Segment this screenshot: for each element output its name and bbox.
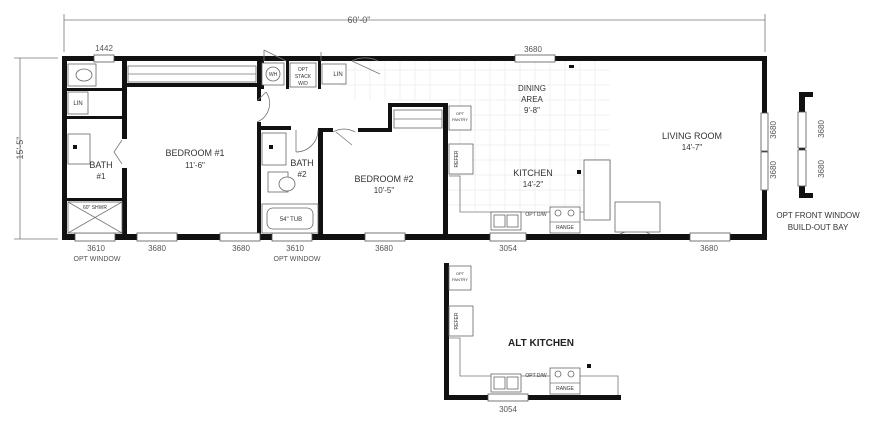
stack-label-1: OPT — [298, 67, 308, 73]
bath1-fixtures — [67, 63, 123, 234]
kitchen-name: KITCHEN — [513, 168, 553, 178]
window-bottom-kitchen — [489, 232, 527, 242]
window-bottom-bed1-b — [219, 232, 261, 242]
window-label-bottom-5: 3680 — [375, 244, 393, 253]
window-top-dining — [514, 54, 556, 63]
living-name: LIVING ROOM — [662, 131, 722, 141]
window-right-living-a — [760, 112, 769, 152]
dining-name-2: AREA — [521, 95, 543, 104]
window-top-bath1 — [93, 54, 115, 63]
dining-name-1: DINING — [518, 84, 546, 93]
window-label-bottom-7: 3680 — [700, 244, 718, 253]
opt-window-label-1: OPT WINDOW — [74, 256, 121, 263]
bedroom1-name: BEDROOM #1 — [165, 148, 224, 158]
alt-pantry-label-2: PANTRY — [452, 277, 468, 282]
alt-refer-label: REFER — [454, 312, 460, 329]
bath2-name: BATH — [290, 158, 313, 168]
window-bottom-bath1 — [74, 232, 116, 242]
washer-dryer-stack — [289, 62, 317, 88]
tub-label: 54" TUB — [280, 217, 302, 223]
entry-landing — [614, 201, 661, 233]
range-label: RANGE — [556, 225, 574, 231]
opt-window-label-2: OPT WINDOW — [274, 256, 321, 263]
window-label-top-mid: 3680 — [524, 45, 542, 54]
alt-range — [549, 367, 581, 395]
window-bottom-living — [689, 232, 731, 242]
shower-label: 60" SHWR — [83, 205, 107, 211]
sink-bath1 — [67, 133, 91, 165]
laundry-fixtures — [261, 62, 347, 88]
linen-closet-hall — [321, 63, 347, 85]
stack-label-2: STACK — [295, 74, 312, 80]
bath1-num: #1 — [97, 172, 106, 181]
lin-label-hall: LIN — [333, 72, 342, 78]
window-label-right-1: 3680 — [769, 121, 778, 139]
sink-bath2 — [261, 132, 287, 166]
bedroom2-size: 10'-5" — [374, 186, 395, 195]
kitchen-fixtures — [448, 65, 661, 234]
overall-length-label: 60'-0" — [348, 15, 371, 25]
interior-walls — [67, 61, 448, 234]
refer-label: REFER — [454, 150, 460, 167]
bedroom1-closet — [127, 65, 257, 83]
overall-depth-label: 15'-5" — [15, 137, 25, 160]
living-size: 14'-7" — [682, 143, 703, 152]
alt-optdw-label: OPT D/W — [525, 373, 547, 379]
kitchen-island — [583, 159, 611, 221]
window-label-bottom-1: 3610 — [87, 244, 105, 253]
bath2-num: #2 — [298, 170, 307, 179]
stack-label-3: W/D — [298, 81, 308, 87]
window-bottom-bath2 — [271, 232, 313, 242]
linen-closet-bath1 — [67, 91, 89, 115]
alt-refrigerator — [448, 305, 474, 337]
opt-pantry — [448, 105, 472, 131]
window-label-bottom-3: 3680 — [232, 244, 250, 253]
bay-build-out — [797, 92, 813, 198]
pantry-label-2: PANTRY — [452, 117, 468, 122]
bedroom2-closet — [393, 109, 443, 129]
window-label-top-left: 1442 — [95, 44, 113, 53]
kitchen-size: 14'-2" — [523, 180, 544, 189]
dining-size: 9'-8" — [524, 106, 540, 115]
bay-window-label-1: 3680 — [817, 120, 826, 138]
window-label-bottom-4: 3610 — [286, 244, 304, 253]
window-label-bottom-2: 3680 — [148, 244, 166, 253]
alt-kitchen — [444, 263, 621, 402]
window-label-bottom-6: 3054 — [499, 244, 517, 253]
alt-pantry — [448, 265, 472, 291]
refrigerator — [448, 143, 474, 175]
alt-range-label: RANGE — [556, 386, 574, 392]
bedroom2-name: BEDROOM #2 — [354, 174, 413, 184]
optdw-label: OPT D/W — [525, 212, 547, 218]
range — [549, 206, 581, 234]
bedroom1-size: 11'-6" — [185, 161, 205, 170]
bay-window-label-2: 3680 — [817, 160, 826, 178]
bath2-fixtures — [261, 132, 319, 234]
window-label-right-2: 3680 — [769, 161, 778, 179]
bay-label-2: BUILD-OUT BAY — [788, 223, 849, 232]
windows — [74, 54, 769, 242]
alt-pantry-label-1: OPT — [456, 271, 465, 276]
bay-label-1: OPT FRONT WINDOW — [776, 211, 860, 220]
bath1-name: BATH — [89, 160, 112, 170]
alt-window-label: 3054 — [499, 405, 517, 414]
pantry-label-1: OPT — [456, 111, 465, 116]
alt-kitchen-title: ALT KITCHEN — [508, 338, 574, 349]
window-bottom-bed2 — [364, 232, 406, 242]
window-right-living-b — [760, 151, 769, 191]
window-bottom-bed1-a — [136, 232, 178, 242]
dimension-lines — [14, 14, 766, 240]
wh-label: WH — [269, 72, 278, 78]
lin-label-bath1: LIN — [73, 101, 82, 107]
